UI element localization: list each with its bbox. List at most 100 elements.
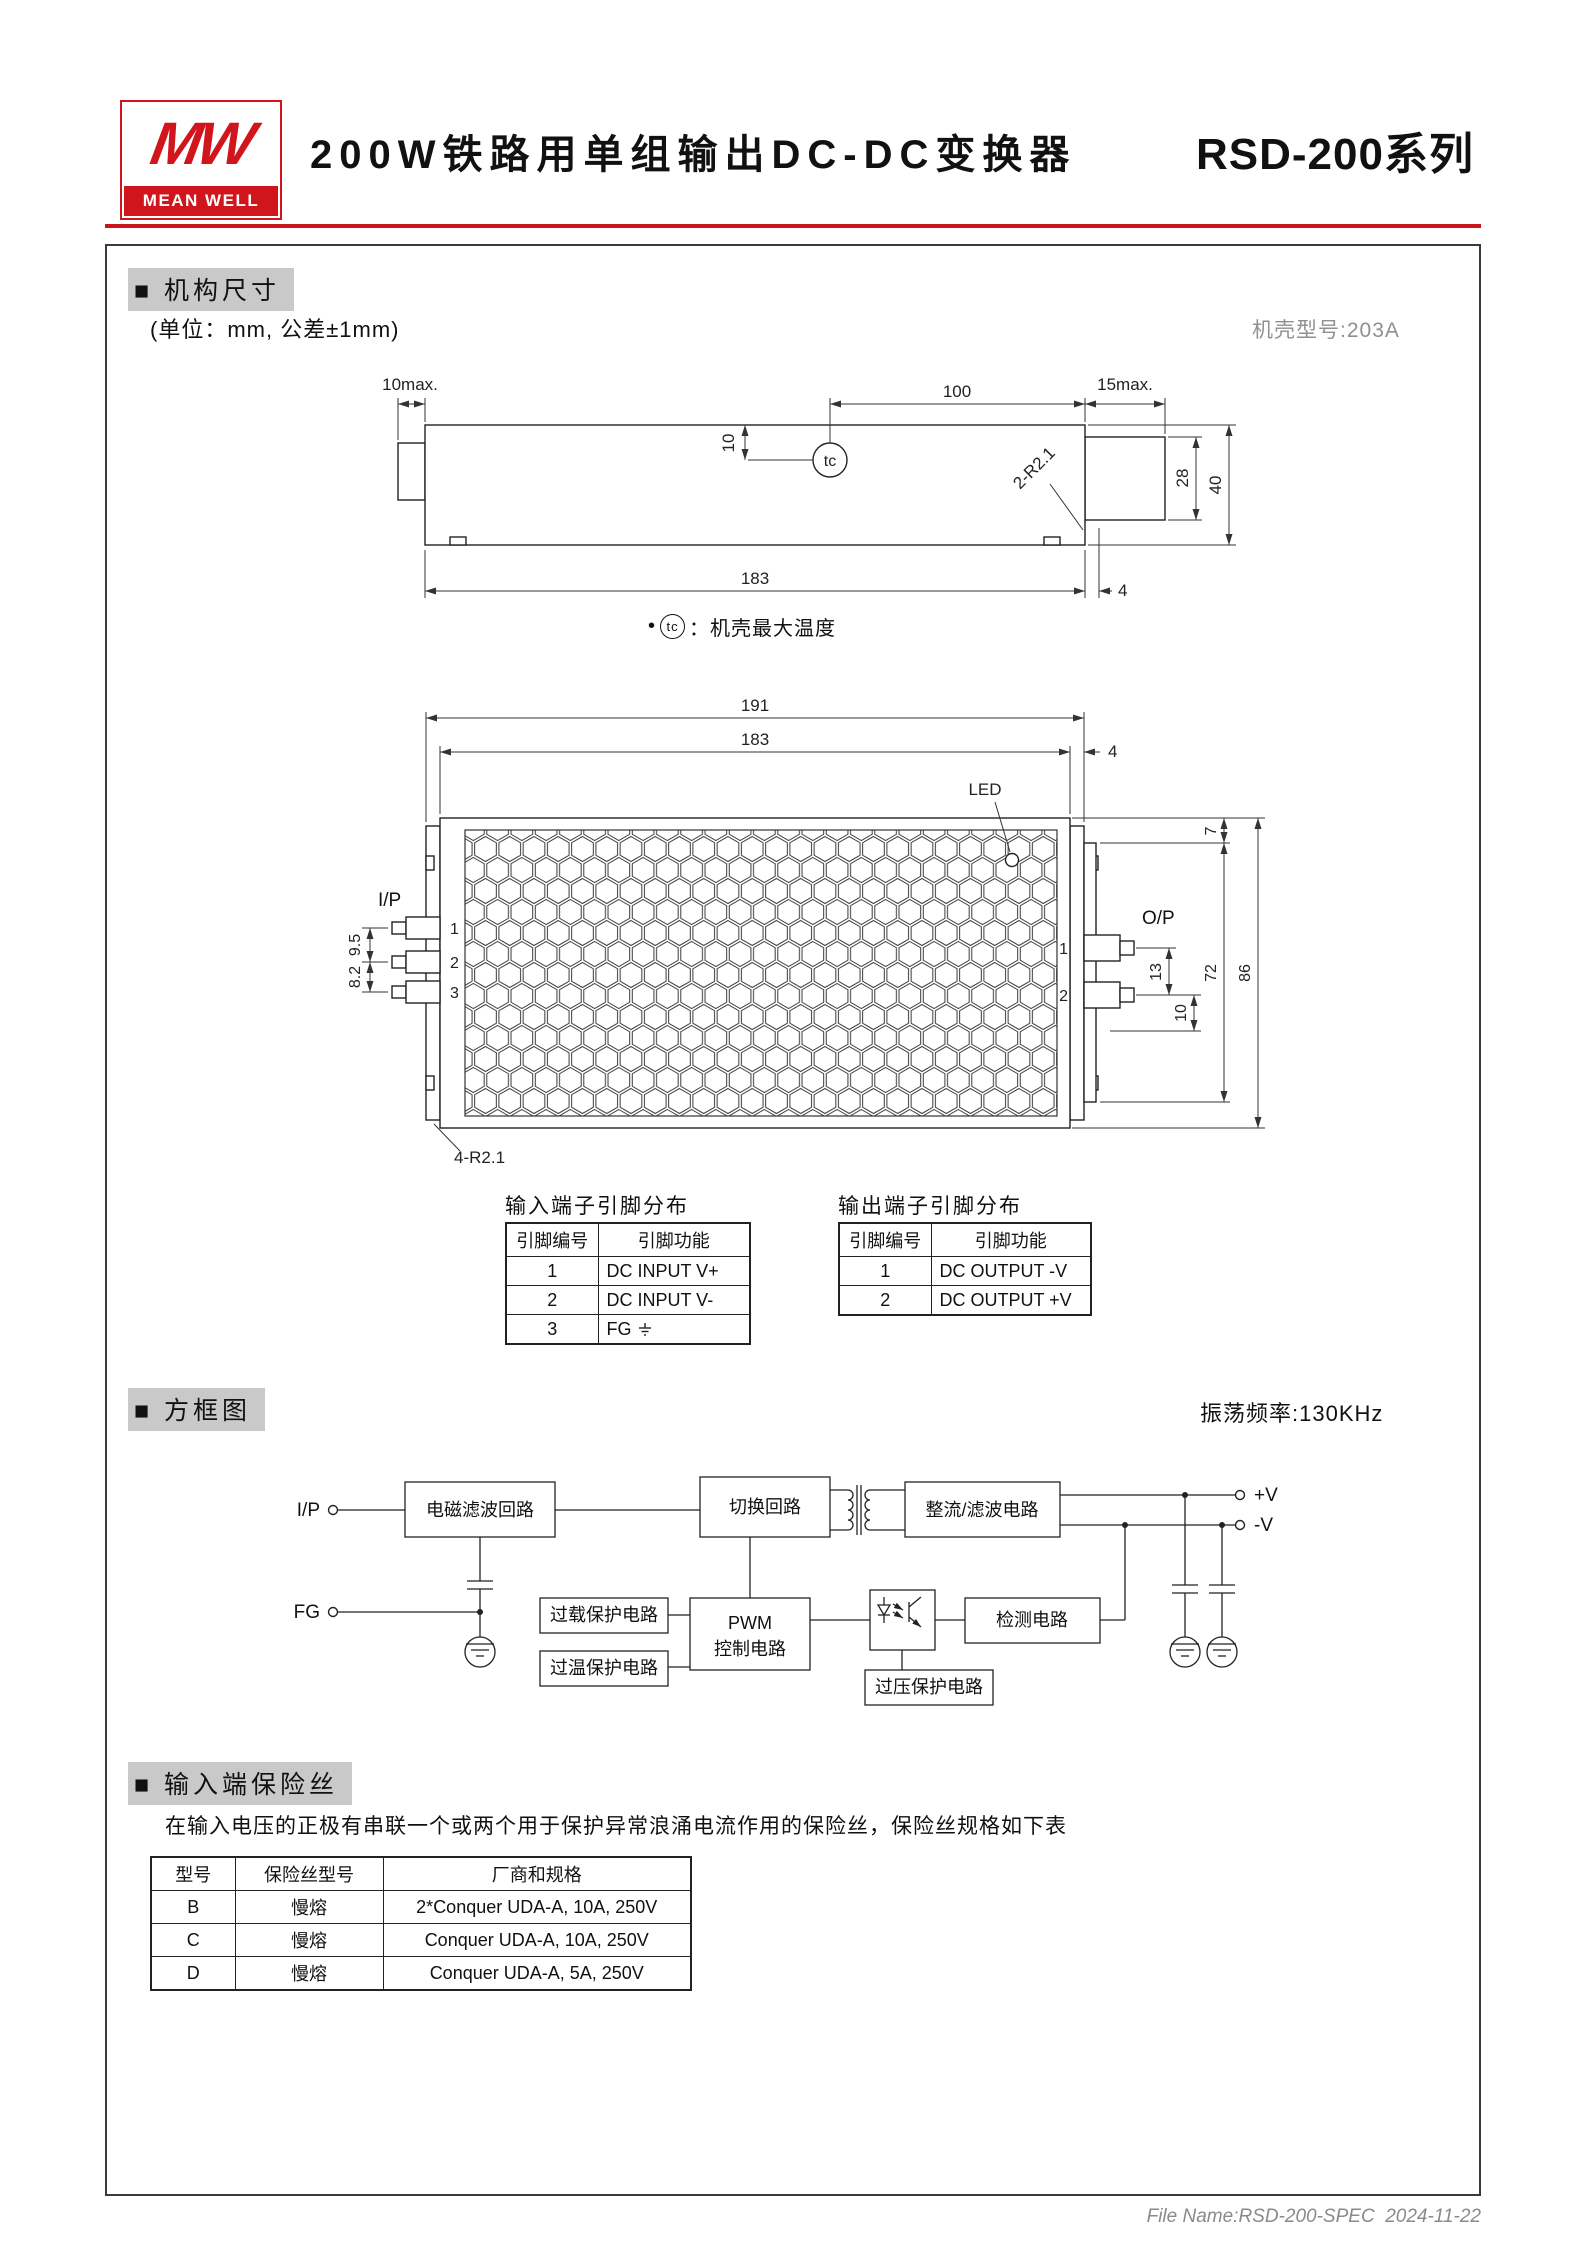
fg-terminal-label: FG <box>294 1602 320 1623</box>
pin-no: 2 <box>838 1285 932 1316</box>
section-mechanical: ■ 机构尺寸 <box>128 268 295 311</box>
tc-circle-icon: tc <box>660 614 686 639</box>
input-pin-table-title: 输入端子引脚分布 <box>505 1195 689 1218</box>
pin-no: 1 <box>505 1256 599 1286</box>
dim-4: 4 <box>1118 581 1127 600</box>
output-pin-table-title: 输出端子引脚分布 <box>838 1195 1022 1218</box>
block-label: 电磁滤波回路 <box>426 1500 534 1520</box>
table-row: 1 DC INPUT V+ <box>505 1256 751 1286</box>
logo-monogram: MW <box>145 109 257 177</box>
vplus-label: +V <box>1254 1485 1278 1506</box>
model-cell: C <box>150 1923 236 1957</box>
table-row: D 慢熔 Conquer UDA-A, 5A, 250V <box>150 1956 692 1991</box>
block-label: 过温保护电路 <box>550 1658 658 1678</box>
earth-ground-symbols <box>464 1636 1238 1668</box>
output-pin-table: 引脚编号 引脚功能 1 DC OUTPUT -V 2 DC OUTPUT +V <box>838 1222 1092 1316</box>
input-connector-pins <box>391 916 441 1004</box>
output-terminals: +V -V <box>1234 1485 1278 1536</box>
series-title: RSD-200系列 <box>1196 130 1474 179</box>
col-header-pin-no: 引脚编号 <box>505 1222 599 1257</box>
fg-terminal <box>327 1606 339 1618</box>
tc-footnote-text: ：机壳最大温度 <box>689 618 837 640</box>
tc-footnote-bullet: • <box>648 615 657 637</box>
led-hole <box>1004 852 1020 868</box>
ip-terminal-label: I/P <box>297 1500 320 1521</box>
content-frame <box>105 244 1481 2196</box>
side-view-body <box>397 424 1166 546</box>
table-header-row: 引脚编号 引脚功能 <box>505 1222 751 1257</box>
logo-wordmark-band: MEAN WELL <box>122 184 280 218</box>
dim-86: 86 <box>1237 964 1254 982</box>
col-header-pin-fn: 引脚功能 <box>597 1222 751 1257</box>
fuse-type-cell: 慢熔 <box>234 1923 384 1957</box>
input-pin-table: 引脚编号 引脚功能 1 DC INPUT V+ 2 DC INPUT V- 3 … <box>505 1222 751 1345</box>
section-block-diagram: ■ 方框图 <box>128 1388 266 1431</box>
top-view-body <box>425 817 1099 1129</box>
table-header-row: 型号 保险丝型号 厂商和规格 <box>150 1856 692 1891</box>
flange-slot <box>425 1075 435 1091</box>
pin-number: 2 <box>1059 988 1068 1005</box>
vplus-terminal <box>1234 1489 1246 1501</box>
dim-10max: 10max. <box>382 375 438 394</box>
input-side-label: I/P <box>378 890 401 911</box>
dim-15max: 15max. <box>1097 375 1153 394</box>
block-diagram-drawing: I/P FG <box>294 1476 1278 1706</box>
earth-ground-icon <box>638 1322 651 1336</box>
oscillation-frequency-note: 振荡频率:130KHz <box>1200 1401 1384 1426</box>
table-row: C 慢熔 Conquer UDA-A, 10A, 250V <box>150 1923 692 1957</box>
dim-8-2: 8.2 <box>347 966 364 988</box>
top-view-labels: I/P O/P 1 2 3 1 2 LED 4-R2.1 <box>378 780 1175 1167</box>
block-detection: 检测电路 <box>964 1597 1101 1644</box>
table-row: 2 DC INPUT V- <box>505 1285 751 1315</box>
block-overvoltage-protection: 过压保护电路 <box>864 1669 994 1706</box>
pin-fn: DC OUTPUT +V <box>930 1285 1092 1316</box>
pin-no: 3 <box>505 1314 599 1345</box>
section-input-fuse-title: ■ 输入端保险丝 <box>128 1762 353 1805</box>
right-flange <box>1069 825 1085 1121</box>
dim-40: 40 <box>1206 476 1225 495</box>
model-cell: B <box>150 1890 236 1924</box>
file-name-footer: File Name:RSD-200-SPEC 2024-11-22 <box>1146 2206 1481 2227</box>
block-label: 控制电路 <box>714 1639 786 1659</box>
pin-number: 2 <box>450 955 459 972</box>
pin-no: 2 <box>505 1285 599 1315</box>
dim-7: 7 <box>1203 826 1220 835</box>
transformer-symbol <box>847 1485 871 1535</box>
fuse-description: 在输入电压的正极有串联一个或两个用于保护异常浪涌电流作用的保险丝，保险丝规格如下… <box>165 1815 1067 1838</box>
diagram-wires <box>337 1489 1236 1670</box>
fuse-type-cell: 慢熔 <box>234 1956 384 1991</box>
pin-number: 1 <box>1059 941 1068 958</box>
block-switching: 切换回路 <box>699 1476 831 1538</box>
case-model-note: 机壳型号:203A <box>1252 319 1400 342</box>
block-label: PWM <box>728 1613 772 1633</box>
led-label: LED <box>968 780 1001 799</box>
vendor-spec-cell: Conquer UDA-A, 5A, 250V <box>382 1956 692 1991</box>
capacitor-symbols <box>467 1580 1235 1594</box>
fuse-table: 型号 保险丝型号 厂商和规格 B 慢熔 2*Conquer UDA-A, 10A… <box>150 1856 692 1991</box>
block-emi-filter: 电磁滤波回路 <box>404 1481 556 1538</box>
dim-72: 72 <box>1203 964 1220 982</box>
dim-4: 4 <box>1108 742 1117 761</box>
section-mechanical-title: ■ 机构尺寸 <box>128 268 295 311</box>
tc-marker: tc <box>748 398 848 478</box>
unit-note: (单位：mm, 公差±1mm) <box>150 317 400 342</box>
section-block-diagram-title: ■ 方框图 <box>128 1388 266 1431</box>
output-connector-pins <box>1083 934 1135 1009</box>
dim-28: 28 <box>1173 469 1192 488</box>
mounting-notch <box>449 536 467 546</box>
vendor-spec-cell: Conquer UDA-A, 10A, 250V <box>382 1923 692 1957</box>
meanwell-logo: MW MEAN WELL <box>120 100 282 220</box>
table-row: 1 DC OUTPUT -V <box>838 1256 1092 1286</box>
col-header-pin-no: 引脚编号 <box>838 1222 932 1257</box>
block-label: 切换回路 <box>729 1497 801 1517</box>
block-label: 整流/滤波电路 <box>925 1500 1038 1520</box>
table-row: 3 FG <box>505 1314 751 1345</box>
dim-10: 10 <box>719 434 738 453</box>
block-overload-protection: 过载保护电路 <box>539 1597 669 1634</box>
pin-number: 3 <box>450 985 459 1002</box>
dim-9-5: 9.5 <box>347 934 364 956</box>
output-end-plate <box>1083 842 1097 1103</box>
top-view-drawing: I/P O/P 1 2 3 1 2 LED 4-R2.1 191 183 4 <box>347 696 1265 1167</box>
tc-footnote: • tc ：机壳最大温度 <box>648 612 836 641</box>
